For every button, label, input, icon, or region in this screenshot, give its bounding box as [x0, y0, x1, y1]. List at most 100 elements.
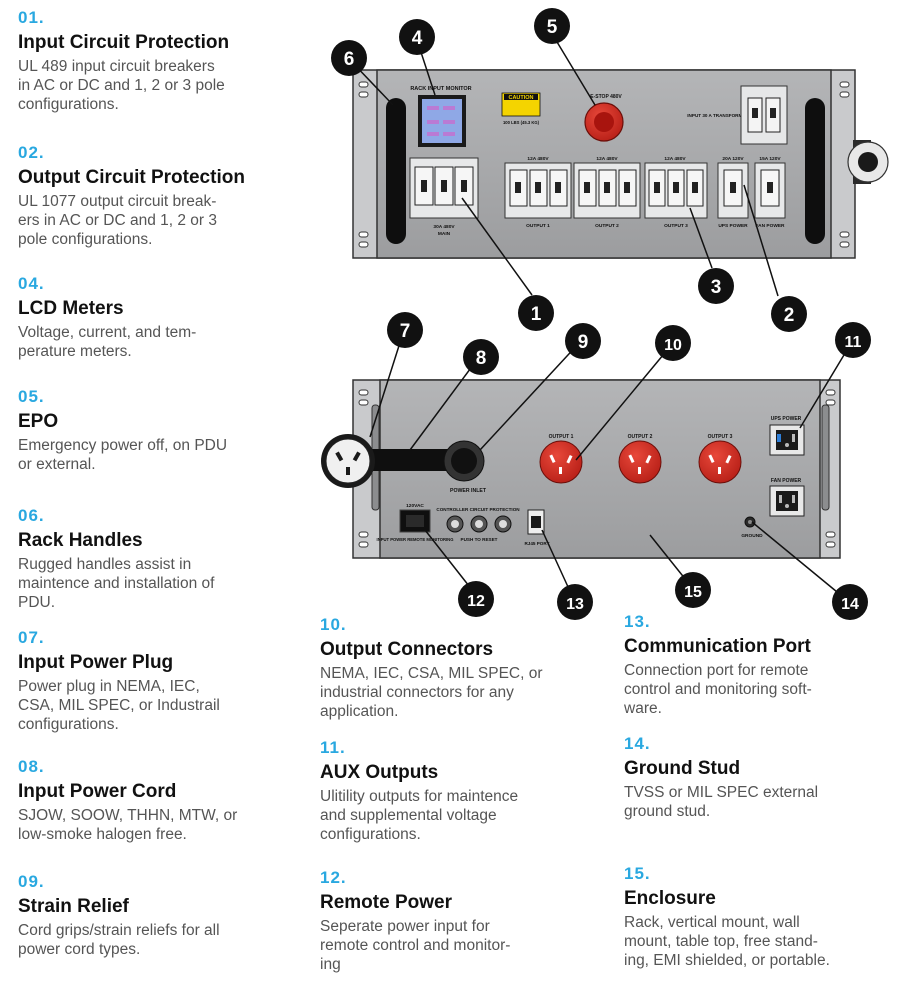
feature-07: 07. Input Power Plug Power plug in NEMA,… [18, 628, 220, 734]
callout-10: 10 [655, 325, 691, 361]
feature-02: 02. Output Circuit Protection UL 1077 ou… [18, 143, 245, 249]
controller-circuit-protection[interactable]: CONTROLLER CIRCUIT PROTECTION PUSH TO RE… [436, 507, 520, 542]
callout-12: 12 [458, 581, 494, 617]
desc-line: remote control and monitor- [320, 937, 511, 954]
callout-14: 14 [832, 584, 868, 620]
leader-lines [349, 26, 854, 602]
feature-number: 13. [624, 612, 651, 631]
callouts: 1 2 3 4 5 6 7 8 9 10 11 12 13 14 15 [331, 8, 871, 620]
ground-stud[interactable]: GROUND [741, 516, 763, 539]
output-breaker-3[interactable]: 12A 480V OUTPUT 3 [644, 156, 708, 229]
reset-button[interactable] [470, 515, 488, 533]
feature-description: Rugged handles assist in maintence and i… [18, 555, 214, 612]
feature-description: Cord grips/strain reliefs for all power … [18, 921, 220, 959]
ground-label: GROUND [741, 533, 763, 539]
transformer-label: INPUT 30 A TRANSFORMER [687, 113, 749, 118]
desc-line: perature meters. [18, 343, 132, 360]
desc-line: Rack, vertical mount, wall [624, 914, 800, 931]
input-power-plug[interactable] [321, 434, 375, 488]
feature-description: UL 1077 output circuit break- ers in AC … [18, 192, 245, 249]
feature-title: Ground Stud [624, 758, 741, 779]
ups-power-breaker[interactable]: 20A 120V UPS POWER [717, 156, 749, 229]
feature-05: 05. EPO Emergency power off, on PDU or e… [18, 387, 227, 474]
callout-13: 13 [557, 584, 593, 620]
feature-description: Voltage, current, and tem- perature mete… [18, 323, 196, 361]
feature-title: Output Circuit Protection [18, 167, 245, 188]
feature-number: 07. [18, 628, 45, 647]
desc-line: maintence and installation of [18, 575, 215, 592]
feature-11: 11. AUX Outputs Ulitility outputs for ma… [320, 738, 518, 844]
callout-11: 11 [835, 322, 871, 358]
feature-title: Strain Relief [18, 896, 129, 917]
feature-title: LCD Meters [18, 298, 124, 319]
svg-text:3: 3 [711, 277, 722, 298]
main-breaker[interactable]: 30A 480V MAIN [409, 157, 479, 237]
feature-title: Enclosure [624, 888, 716, 909]
input-transformer-breaker[interactable]: INPUT 30 A TRANSFORMER [687, 85, 788, 145]
rear-handle-right [821, 404, 830, 511]
feature-title: Communication Port [624, 636, 811, 657]
feature-description: Seperate power input for remote control … [320, 917, 510, 974]
desc-line: Cord grips/strain reliefs for all [18, 922, 220, 939]
desc-line: industrial connectors for any [320, 684, 514, 701]
desc-line: PDU. [18, 594, 56, 611]
desc-line: configurations. [320, 826, 421, 843]
front-panel: RACK INPUT MONITOR CAUTION 100 LBS (45.3… [352, 69, 889, 259]
desc-line: ing [320, 956, 341, 973]
output-breaker-1[interactable]: 12A 480V OUTPUT 1 [504, 156, 572, 229]
callout-1: 1 [518, 295, 554, 331]
callout-15: 15 [675, 572, 711, 608]
breaker-name: UPS POWER [718, 223, 748, 229]
feature-title: Remote Power [320, 892, 452, 913]
reset-button[interactable] [494, 515, 512, 533]
desc-line: Emergency power off, on PDU [18, 437, 228, 454]
controller-label: CONTROLLER CIRCUIT PROTECTION [436, 507, 520, 512]
breaker-name: OUTPUT 3 [664, 223, 688, 229]
main-breaker-name: MAIN [438, 231, 451, 237]
output-connector-3[interactable]: OUTPUT 3 [698, 434, 742, 484]
output-connector-1[interactable]: OUTPUT 1 [539, 434, 583, 484]
feature-number: 01. [18, 8, 45, 27]
svg-text:7: 7 [400, 321, 411, 342]
desc-line: application. [320, 703, 399, 720]
svg-text:10: 10 [664, 337, 682, 354]
feature-number: 09. [18, 872, 45, 891]
feature-08: 08. Input Power Cord SJOW, SOOW, THHN, M… [18, 757, 237, 844]
feature-number: 15. [624, 864, 651, 883]
power-inlet-label: POWER INLET [450, 488, 487, 494]
feature-description: Connection port for remote control and m… [624, 661, 812, 718]
desc-line: in AC or DC and 1, 2 or 3 pole [18, 77, 225, 94]
desc-line: UL 1077 output circuit break- [18, 193, 217, 210]
remote-power-inlet[interactable]: 120VAC INPUT POWER REMOTE MONITORING [377, 503, 454, 542]
svg-text:1: 1 [531, 304, 542, 325]
ups-power-outlet[interactable]: UPS POWER [769, 416, 805, 456]
svg-text:6: 6 [344, 49, 355, 70]
rj45-port[interactable]: RJ45 PORT [524, 509, 550, 546]
feature-description: NEMA, IEC, CSA, MIL SPEC, or industrial … [320, 664, 543, 721]
svg-text:12: 12 [467, 593, 485, 610]
fan-power-outlet[interactable]: FAN POWER [769, 478, 805, 517]
caution-text: CAUTION [508, 95, 533, 101]
output-connector-2[interactable]: OUTPUT 2 [618, 434, 662, 484]
svg-text:13: 13 [566, 596, 584, 613]
epo-button[interactable]: E-STOP 480V [584, 94, 624, 142]
callout-7: 7 [387, 312, 423, 348]
feature-title: Input Circuit Protection [18, 32, 230, 53]
desc-line: and supplemental voltage [320, 807, 497, 824]
desc-line: TVSS or MIL SPEC external [624, 784, 819, 801]
desc-line: power cord types. [18, 941, 141, 958]
callout-8: 8 [463, 339, 499, 375]
feature-description: Emergency power off, on PDU or external. [18, 436, 227, 474]
feature-title: Input Power Cord [18, 781, 177, 802]
desc-line: SJOW, SOOW, THHN, MTW, or [18, 807, 238, 824]
fan-power-breaker[interactable]: 15A 120V FAN POWER [754, 156, 786, 229]
desc-line: low-smoke halogen free. [18, 826, 187, 843]
feature-04: 04. LCD Meters Voltage, current, and tem… [18, 274, 196, 361]
feature-09: 09. Strain Relief Cord grips/strain reli… [18, 872, 220, 959]
rj45-label: RJ45 PORT [524, 541, 549, 546]
breaker-rating: 20A 120V [722, 156, 744, 162]
reset-button[interactable] [446, 515, 464, 533]
main-breaker-rating: 30A 480V [433, 224, 455, 230]
remote-power-label: INPUT POWER REMOTE MONITORING [377, 537, 454, 542]
output-breaker-2[interactable]: 12A 480V OUTPUT 2 [573, 156, 641, 229]
